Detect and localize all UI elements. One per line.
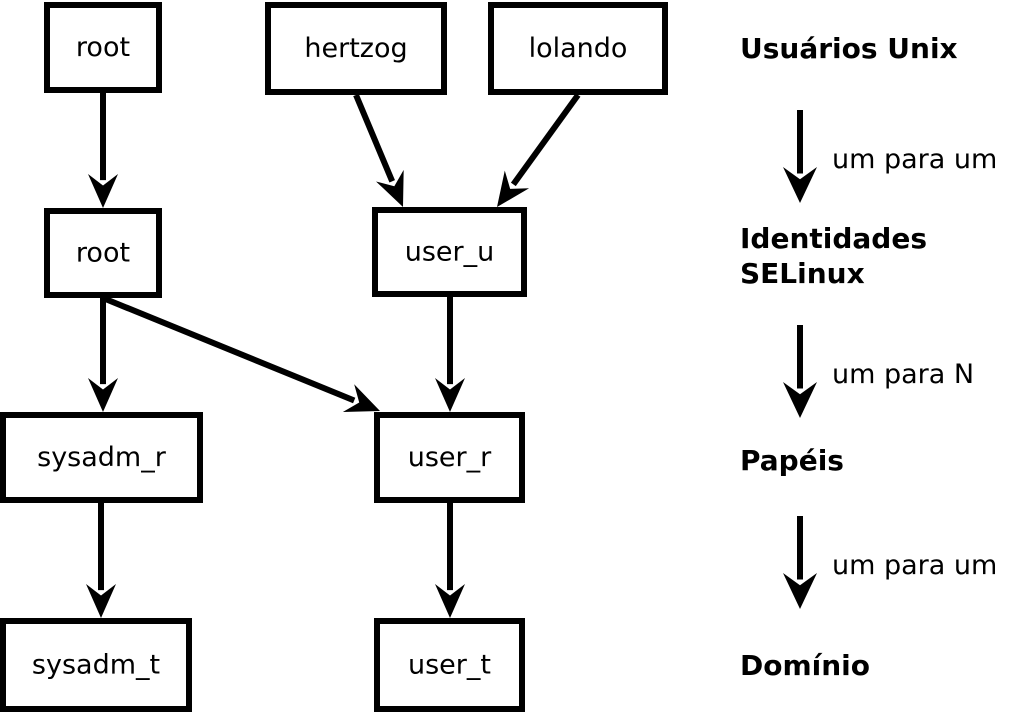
edge-e-lolando-useru (497, 93, 581, 207)
legend-stage-stage-identities-2: SELinux (740, 257, 865, 290)
node-unix_hertzog[interactable]: hertzog (265, 2, 447, 95)
node-label-role_user: user_r (408, 442, 492, 473)
node-label-unix_root: root (76, 32, 130, 63)
node-label-dom_sysadm: sysadm_t (32, 650, 160, 681)
legend-arrow-rel-one-to-one-1 (783, 110, 817, 203)
node-label-sel_user_u: user_u (405, 237, 495, 268)
node-label-dom_user: user_t (408, 650, 491, 681)
legend-stage-stage-unix-users: Usuários Unix (740, 32, 958, 65)
node-label-unix_hertzog: hertzog (304, 33, 407, 64)
edge-e-selroot-sysadmr (88, 298, 118, 412)
node-box-unix_hertzog (265, 2, 447, 95)
legend-relation-rel-one-to-one-1: um para um (832, 144, 997, 175)
legend-relation-rel-one-to-n: um para N (832, 359, 974, 390)
node-label-sel_root: root (76, 238, 130, 269)
node-sel_root[interactable]: root (44, 208, 162, 298)
node-label-unix_lolando: lolando (529, 33, 628, 64)
edge-e-sysadmr-sysadmt (86, 503, 116, 618)
node-box-sel_root (44, 208, 162, 298)
legend-arrow-rel-one-to-one-2 (783, 516, 817, 609)
edge-e-selroot-userr (101, 295, 380, 413)
legend-stage-stage-identities-1: Identidades (740, 222, 927, 255)
node-unix_lolando[interactable]: lolando (488, 2, 668, 95)
node-role_user[interactable]: user_r (374, 412, 525, 503)
legend-stage-stage-domain: Domínio (740, 649, 870, 682)
node-sel_user_u[interactable]: user_u (372, 207, 527, 297)
node-dom_user[interactable]: user_t (374, 618, 525, 712)
node-box-sel_user_u (372, 207, 527, 297)
legend-stage-stage-roles: Papéis (740, 444, 844, 477)
edge-e-hertzog-useru (353, 93, 404, 207)
node-box-dom_sysadm (0, 618, 192, 712)
node-box-unix_lolando (488, 2, 668, 95)
legend-arrow-rel-one-to-n (783, 325, 817, 418)
node-role_sysadm[interactable]: sysadm_r (0, 412, 203, 503)
node-box-unix_root (44, 2, 162, 93)
edges-layer (86, 93, 581, 618)
edge-e-useru-userr (435, 297, 465, 412)
edge-e-userr-usert (435, 503, 465, 618)
node-box-role_sysadm (0, 412, 203, 503)
edge-e-unixroot-selroot (88, 93, 118, 208)
legend-layer: um para um um para N um para um Usuários Un… (740, 32, 997, 682)
node-dom_sysadm[interactable]: sysadm_t (0, 618, 192, 712)
node-unix_root[interactable]: root (44, 2, 162, 93)
node-box-role_user (374, 412, 525, 503)
node-box-dom_user (374, 618, 525, 712)
node-label-role_sysadm: sysadm_r (37, 442, 167, 473)
legend-relation-rel-one-to-one-2: um para um (832, 550, 997, 581)
